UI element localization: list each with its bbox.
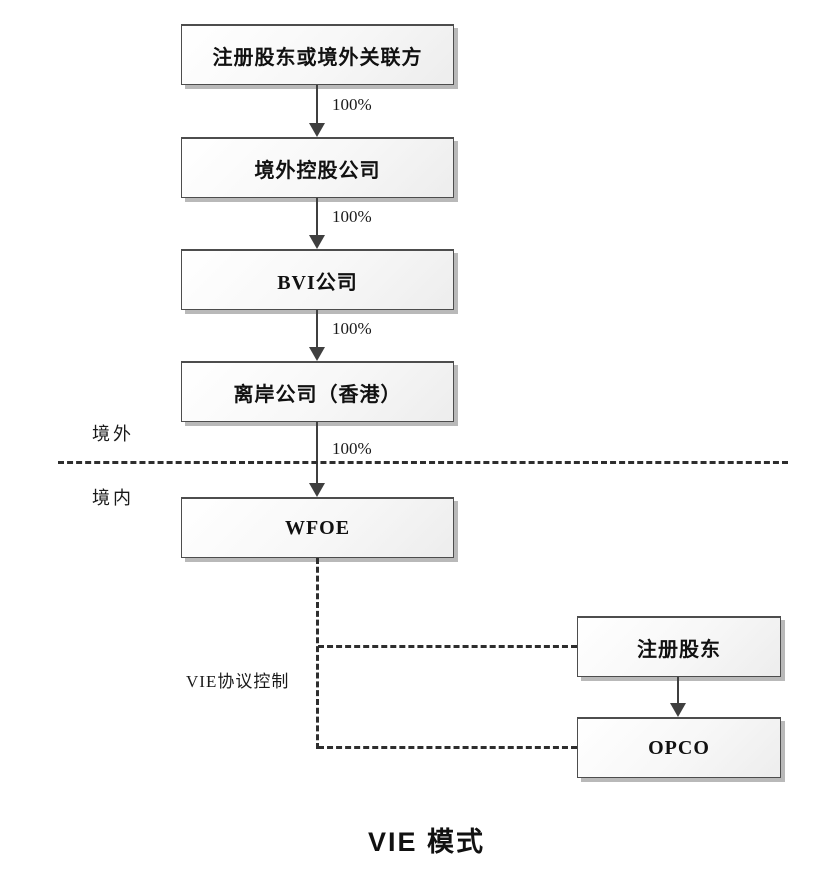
box-label: 注册股东 xyxy=(637,638,721,661)
box-overseas-holding-company: 境外控股公司 xyxy=(181,137,454,198)
ownership-arrow-3 xyxy=(316,310,318,349)
region-label-overseas: 境外 xyxy=(92,424,134,444)
ownership-percent-label-1: 100% xyxy=(332,95,372,114)
box-bvi-company: BVI公司 xyxy=(181,249,454,310)
box-opco: OPCO xyxy=(577,717,781,778)
ownership-percent-label-3: 100% xyxy=(332,319,372,338)
box-wfoe: WFOE xyxy=(181,497,454,558)
vie-connector-to-opco xyxy=(318,746,577,749)
ownership-arrow-2-head xyxy=(309,235,325,249)
box-label: WFOE xyxy=(284,516,351,539)
ownership-arrow-1-head xyxy=(309,123,325,137)
ownership-percent-label-2: 100% xyxy=(332,207,372,226)
ownership-arrow-3-head xyxy=(309,347,325,361)
vie-connector-vertical xyxy=(316,558,319,749)
box-label: 注册股东或境外关联方 xyxy=(212,46,423,69)
vie-control-label: VIE协议控制 xyxy=(186,672,290,691)
ownership-arrow-4 xyxy=(316,422,318,485)
diagram-title: VIE 模式 xyxy=(367,827,486,857)
ownership-arrow-1 xyxy=(316,85,318,125)
box-registered-shareholders-domestic: 注册股东 xyxy=(577,616,781,677)
ownership-percent-label-4: 100% xyxy=(332,439,372,458)
box-offshore-company-hong-kong: 离岸公司（香港） xyxy=(181,361,454,422)
equity-arrow-to-opco xyxy=(677,677,679,705)
box-label: OPCO xyxy=(648,736,710,759)
ownership-arrow-2 xyxy=(316,198,318,237)
equity-arrow-to-opco-head xyxy=(670,703,686,717)
box-label: 离岸公司（香港） xyxy=(233,383,402,406)
border-separator-line xyxy=(58,461,788,464)
box-registered-shareholders-or-overseas-affiliates: 注册股东或境外关联方 xyxy=(181,24,454,85)
region-label-domestic: 境内 xyxy=(92,488,134,508)
vie-connector-to-registered-shareholders xyxy=(318,645,577,648)
ownership-arrow-4-head xyxy=(309,483,325,497)
box-label: BVI公司 xyxy=(277,271,358,294)
box-label: 境外控股公司 xyxy=(254,159,381,182)
